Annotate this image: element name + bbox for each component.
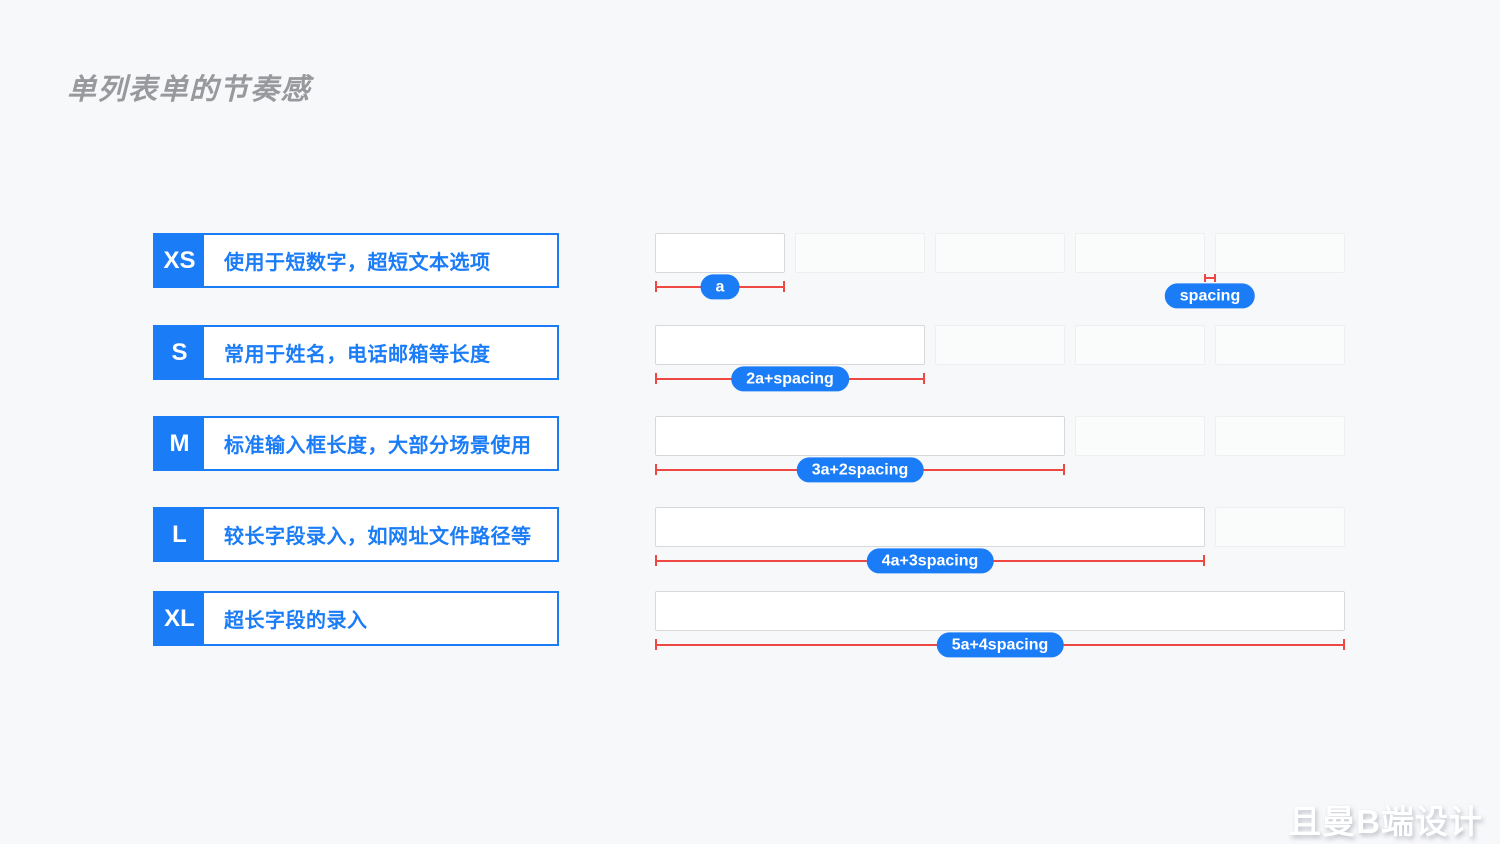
spacing-measure-tick (1204, 274, 1216, 282)
placeholder-box (1075, 416, 1205, 456)
placeholder-box (935, 325, 1065, 365)
measure-label-pill: 3a+2spacing (796, 457, 924, 483)
input-field-box[interactable] (655, 591, 1345, 631)
size-label-badge: XL (155, 593, 207, 644)
input-field-box[interactable] (655, 507, 1205, 547)
measure-label-pill: 5a+4spacing (936, 632, 1064, 658)
spacing-label-pill: spacing (1164, 283, 1256, 309)
measure-label-pill: a (700, 274, 740, 300)
size-description: 标准输入框长度，大部分场景使用 (224, 435, 532, 457)
placeholder-box (1215, 325, 1345, 365)
size-spec-row: XL 超长字段的录入 (153, 591, 559, 646)
measure-label-pill: 2a+spacing (731, 366, 849, 392)
watermark: 且曼B端设计 (1288, 803, 1483, 840)
size-description: 使用于短数字，超短文本选项 (224, 252, 491, 274)
size-label-badge: S (155, 327, 207, 378)
size-label-badge: L (155, 509, 207, 560)
placeholder-box (935, 233, 1065, 273)
measure-label-pill: 4a+3spacing (866, 548, 994, 574)
size-description: 较长字段录入，如网址文件路径等 (224, 526, 532, 548)
size-description: 超长字段的录入 (224, 610, 368, 632)
size-description: 常用于姓名，电话邮箱等长度 (224, 344, 491, 366)
size-label-badge: M (155, 418, 207, 469)
input-field-box[interactable] (655, 416, 1065, 456)
size-spec-row: M 标准输入框长度，大部分场景使用 (153, 416, 559, 471)
placeholder-box (1215, 233, 1345, 273)
placeholder-box (1075, 233, 1205, 273)
size-label-badge: XS (155, 235, 207, 286)
size-spec-row: L 较长字段录入，如网址文件路径等 (153, 507, 559, 562)
placeholder-box (795, 233, 925, 273)
placeholder-box (1075, 325, 1205, 365)
placeholder-box (1215, 416, 1345, 456)
placeholder-box (1215, 507, 1345, 547)
size-spec-row: S 常用于姓名，电话邮箱等长度 (153, 325, 559, 380)
input-field-box[interactable] (655, 325, 925, 365)
input-field-box[interactable] (655, 233, 785, 273)
size-spec-row: XS 使用于短数字，超短文本选项 (153, 233, 559, 288)
page-title: 单列表单的节奏感 (67, 74, 312, 106)
